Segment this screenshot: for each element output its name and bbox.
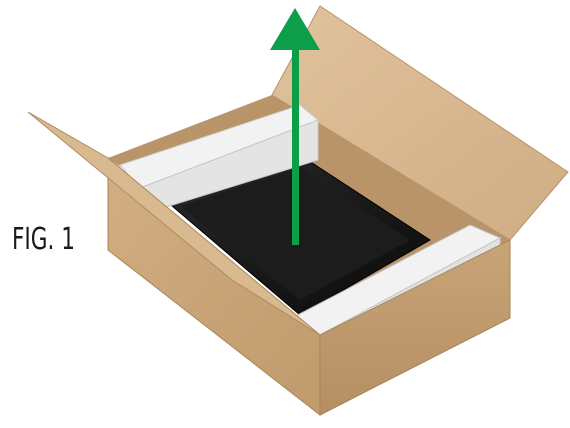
figure-label: FIG. 1 (12, 222, 75, 257)
